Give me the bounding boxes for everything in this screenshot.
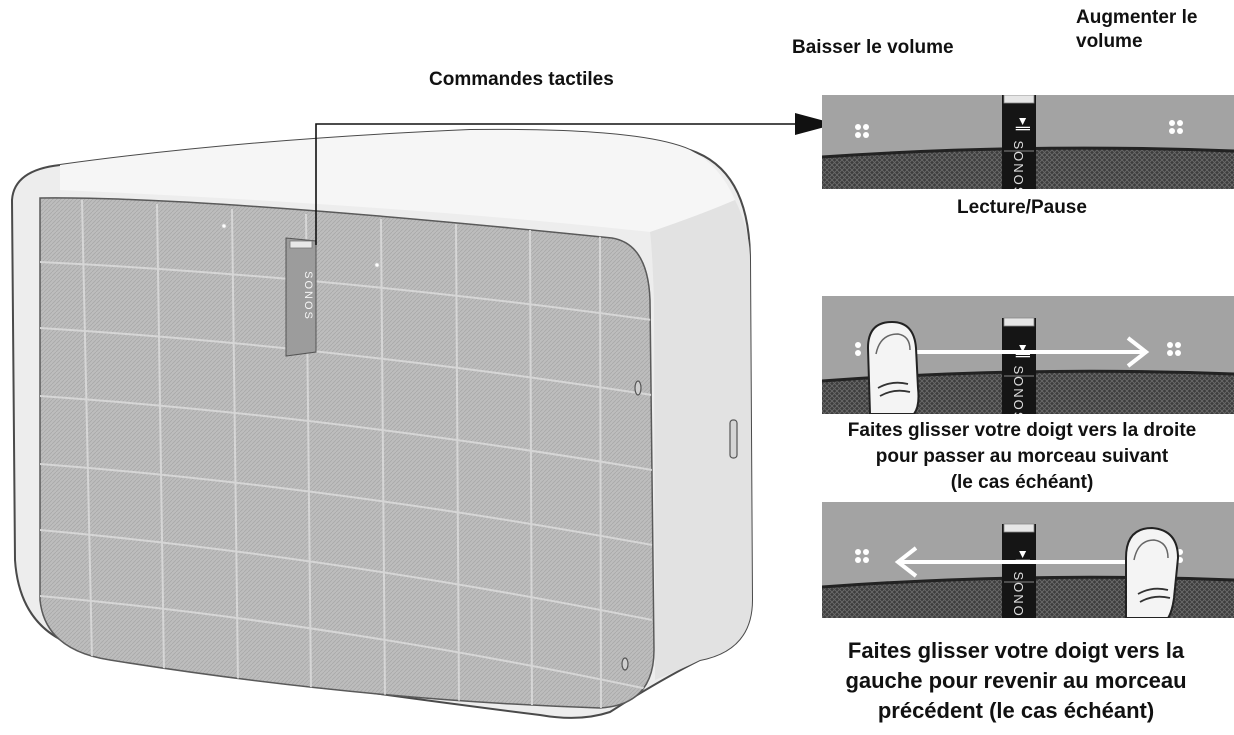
sonos-strip-text: SONOS — [1011, 366, 1026, 414]
volume-dots-icon — [855, 124, 869, 138]
volume-dots-icon — [1169, 120, 1183, 134]
sonos-strip-text: SONOS — [1011, 141, 1026, 189]
volume-down-label: Baisser le volume — [792, 37, 954, 58]
volume-dots-icon — [855, 549, 869, 563]
play-pause-label: Lecture/Pause — [957, 197, 1087, 218]
speaker-grille — [39, 197, 655, 709]
sonos-strip-text: SONOS — [1011, 572, 1026, 618]
swipe-left-caption: Faites glisser votre doigt vers la gauch… — [845, 638, 1187, 723]
volume-up-label: Augmenter le volume — [1076, 7, 1198, 52]
play-pause-icon: ▸‖ — [1015, 118, 1031, 132]
swipe-left-panel: ▸‖ SONOS — [822, 502, 1234, 618]
sonos-strip-text: SONOS — [302, 271, 314, 321]
swipe-right-caption: Faites glisser votre doigt vers la droit… — [847, 420, 1197, 493]
swipe-arrow-icon — [894, 546, 1134, 578]
touch-controls-panel: ▸‖ SONOS — [822, 95, 1234, 189]
finger-icon — [866, 320, 920, 414]
volume-dots-icon — [855, 342, 861, 356]
swipe-arrow-icon — [912, 336, 1150, 368]
finger-icon — [1125, 526, 1180, 618]
connection-arrow-icon — [315, 123, 812, 245]
volume-dots-icon — [1167, 342, 1181, 356]
sonos-strip — [285, 237, 317, 357]
swipe-right-panel: ▸‖ SONOS — [822, 296, 1234, 414]
touch-controls-label: Commandes tactiles — [429, 69, 614, 90]
